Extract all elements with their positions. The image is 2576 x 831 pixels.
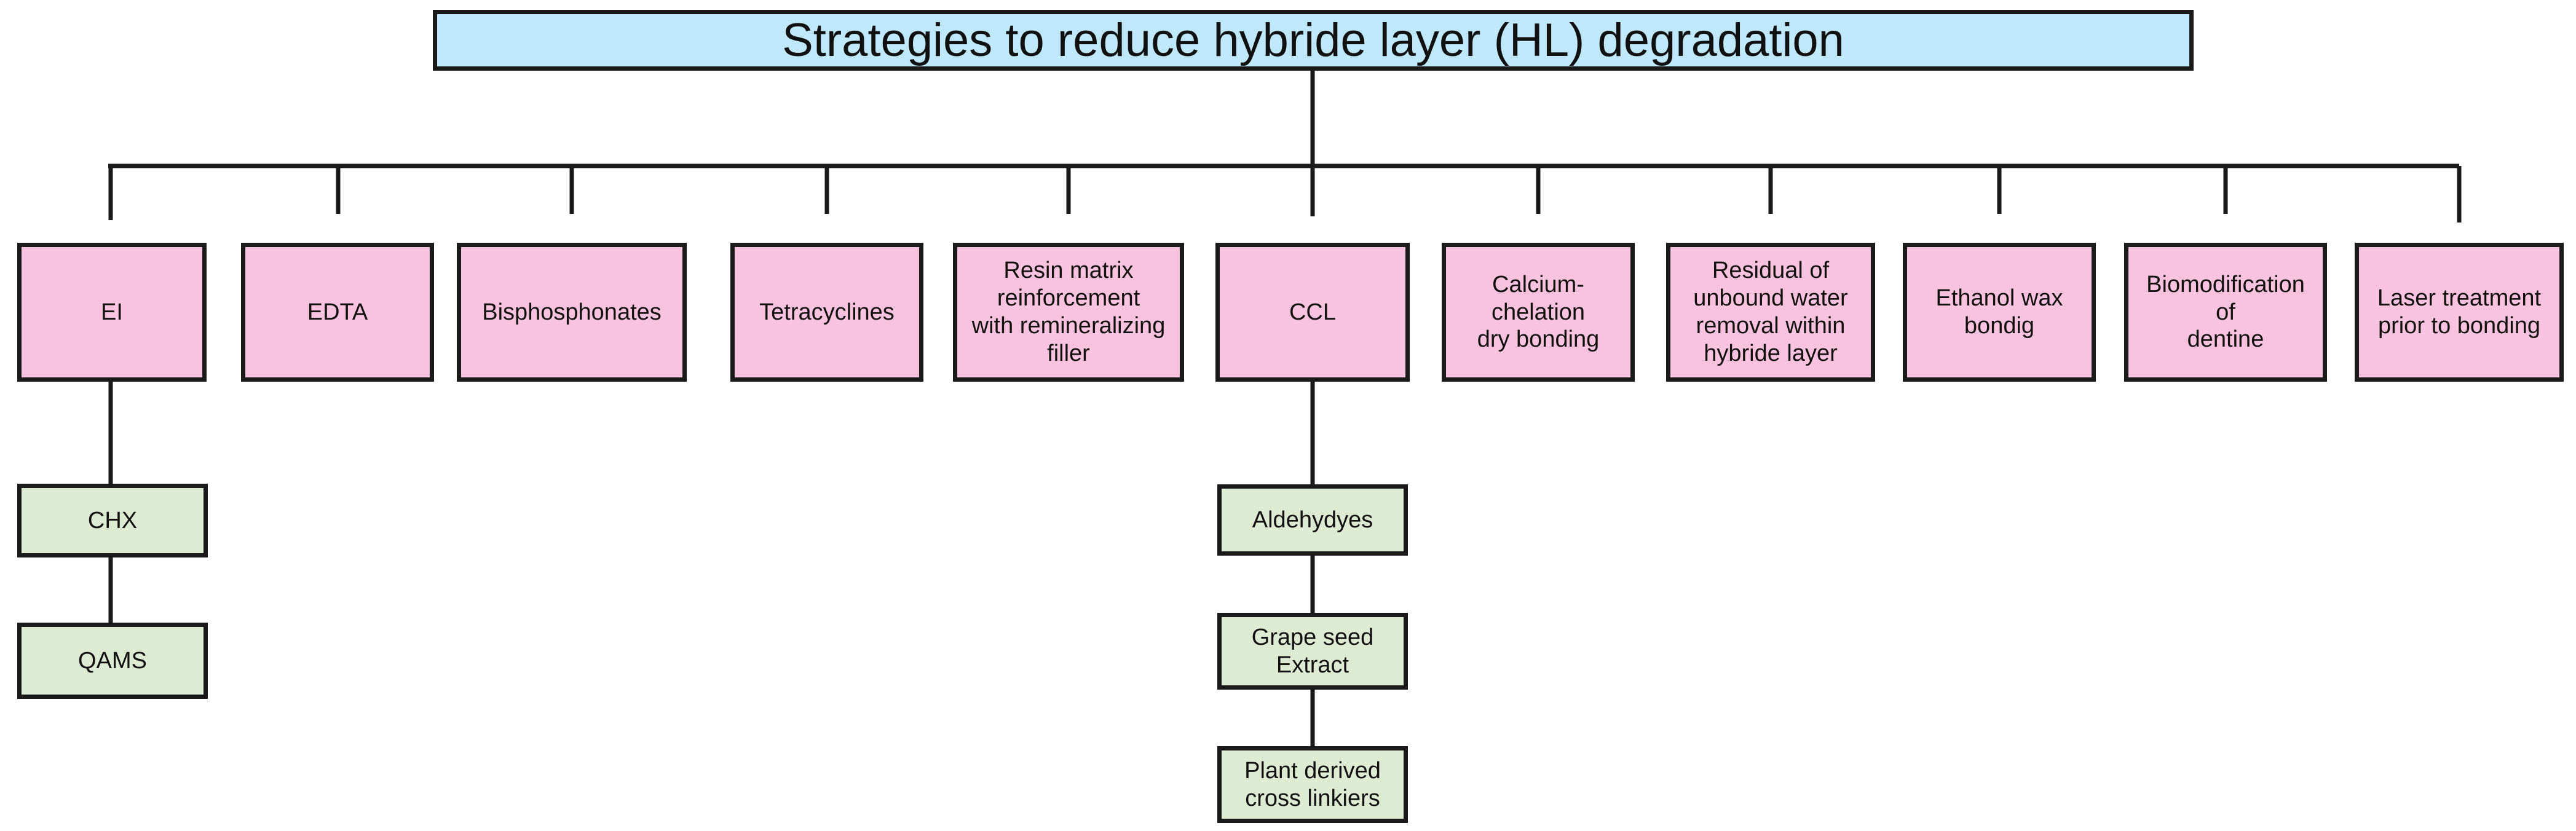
subitem-qams: QAMS — [17, 623, 208, 699]
category-tetracyclines: Tetracyclines — [730, 243, 923, 382]
category-tetracyclines-label: Tetracyclines — [759, 299, 895, 325]
category-bisphosphonates: Bisphosphonates — [457, 243, 687, 382]
category-ccl-label: CCL — [1289, 299, 1337, 325]
category-edta-label: EDTA — [307, 299, 368, 325]
subitem-aldehydyes-label: Aldehydyes — [1252, 506, 1373, 533]
diagram-title: Strategies to reduce hybride layer (HL) … — [433, 10, 2194, 71]
category-edta: EDTA — [241, 243, 434, 382]
category-bisphosphonates-label: Bisphosphonates — [482, 299, 662, 325]
category-ei-label: EI — [101, 299, 123, 325]
category-ei: EI — [17, 243, 207, 382]
subitem-qams-label: QAMS — [78, 647, 147, 674]
subitem-chx: CHX — [17, 484, 208, 557]
subitem-chx-label: CHX — [87, 507, 138, 534]
category-ccl: CCL — [1215, 243, 1410, 382]
diagram-title-text: Strategies to reduce hybride layer (HL) … — [782, 14, 1844, 66]
subitem-aldehydyes: Aldehydyes — [1217, 484, 1408, 556]
